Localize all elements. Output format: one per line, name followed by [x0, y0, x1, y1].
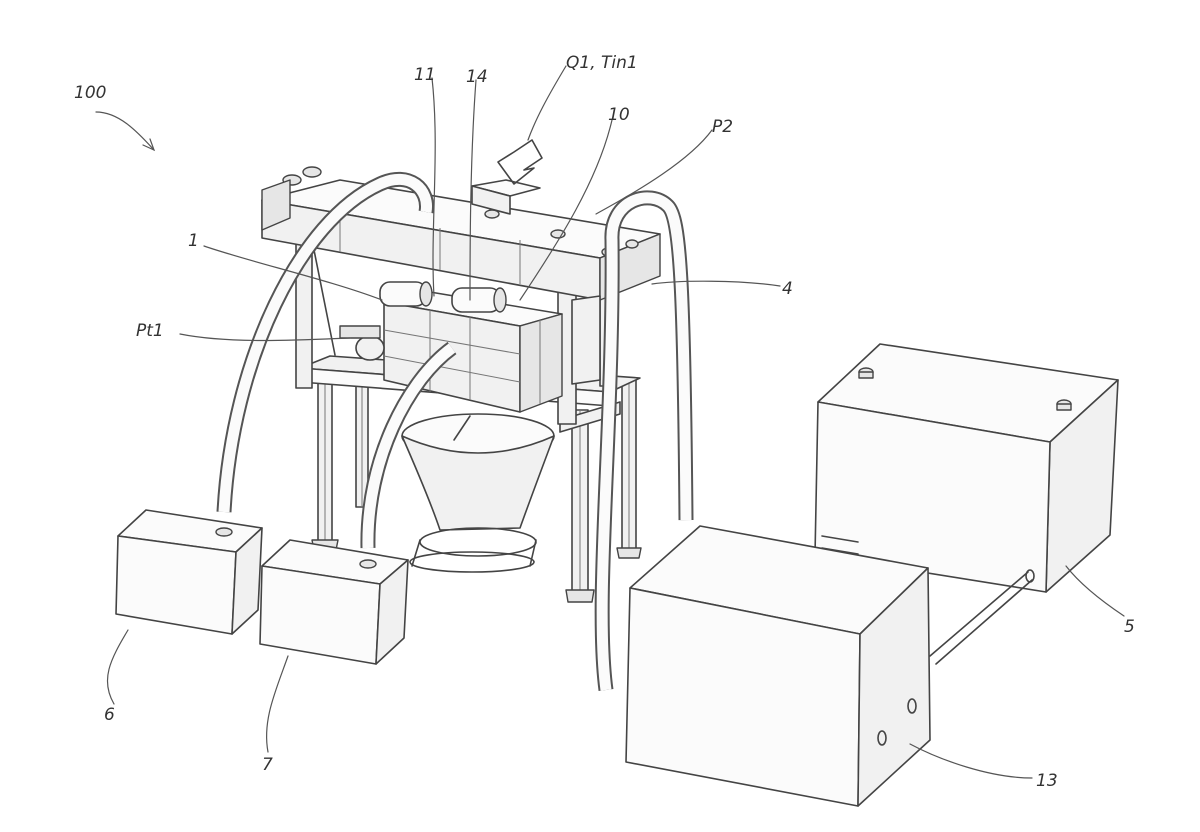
leader-lines [95, 65, 1125, 779]
label-q1-tin1: Q1, Tin1 [566, 53, 638, 73]
label-7: 7 [262, 755, 273, 775]
label-5: 5 [1124, 617, 1135, 637]
label-14: 14 [466, 67, 488, 87]
tank-13 [625, 525, 931, 807]
reference-labels: 100 1 Pt1 11 14 Q1, Tin1 10 P2 4 5 6 7 1… [74, 53, 1135, 791]
label-4: 4 [782, 279, 793, 299]
label-11: 11 [414, 65, 436, 85]
tank-6 [115, 509, 263, 635]
label-pt1: Pt1 [136, 321, 164, 341]
hoses [216, 171, 694, 691]
tank-5 [814, 343, 1119, 593]
label-1: 1 [188, 231, 199, 251]
label-p2: P2 [712, 117, 733, 137]
inlet-arrow [497, 139, 543, 185]
label-10: 10 [608, 105, 630, 125]
label-100: 100 [74, 83, 106, 103]
label-13: 13 [1036, 771, 1058, 791]
label-6: 6 [104, 705, 115, 725]
tank-7 [259, 539, 409, 665]
funnel [401, 413, 555, 573]
